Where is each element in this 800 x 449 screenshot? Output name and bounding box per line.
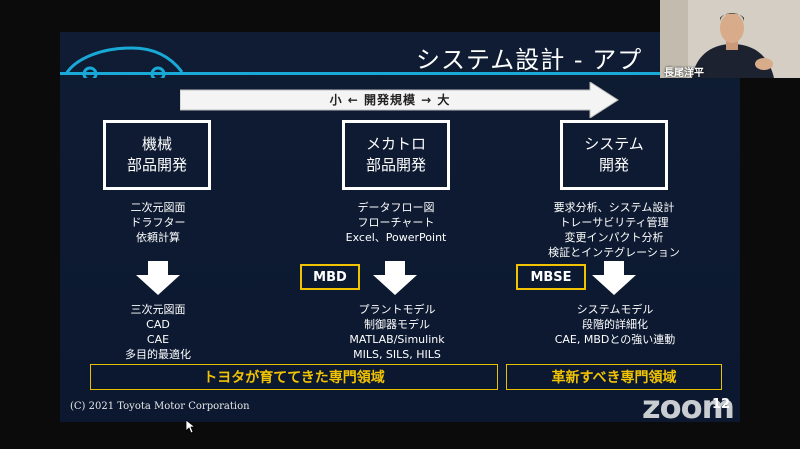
mechatronics-parts-box: メカトロ 部品開発	[342, 120, 450, 190]
list-item: 三次元図面	[130, 303, 186, 316]
mechanical-parts-box: 機械 部品開発	[103, 120, 211, 190]
list-item: MATLAB/Simulink	[349, 333, 445, 346]
list-item: 変更インパクト分析	[564, 231, 664, 244]
list-item: 依頼計算	[136, 231, 180, 244]
list-item: MILS, SILS, HILS	[353, 348, 441, 361]
brand-divider-line	[60, 72, 740, 75]
presentation-slide: システム設計 - アプ 小 ← 開発規模 → 大 機械 部品開発 二次元図面 ド…	[60, 32, 740, 422]
list-item: 段階的詳細化	[582, 318, 648, 331]
toyota-domain-banner: トヨタが育ててきた専門領域	[90, 364, 498, 390]
mouse-cursor-icon	[186, 420, 196, 434]
list-item: 多目的最適化	[125, 348, 191, 361]
list-item: CAE, MBDとの強い連動	[554, 333, 676, 346]
zoom-watermark: zoom	[642, 388, 735, 426]
speaker-video-tile[interactable]: 長尾洋平	[660, 0, 800, 78]
innovation-domain-banner: 革新すべき専門領域	[506, 364, 722, 390]
copyright-text: (C) 2021 Toyota Motor Corporation	[70, 401, 250, 412]
list-item: フローチャート	[357, 216, 435, 229]
system-tools-list: 要求分析、システム設計 トレーサビリティ管理 変更インパクト分析 検証とインテグ…	[524, 200, 704, 260]
box-line: 部品開発	[365, 156, 426, 174]
list-item: 制御器モデル	[364, 318, 430, 331]
list-item: CAD	[146, 318, 170, 331]
mechatronics-tools-list: データフロー図 フローチャート Excel、PowerPoint	[316, 200, 476, 245]
down-arrow-icon	[136, 261, 180, 295]
system-dev-box: システム 開発	[560, 120, 668, 190]
list-item: プラントモデル	[358, 303, 436, 316]
scale-label: 小 ← 開発規模 → 大	[329, 93, 451, 107]
slide-title: システム設計 - アプ	[416, 46, 643, 74]
list-item: CAE	[146, 333, 170, 346]
scale-arrow-icon	[180, 82, 619, 118]
box-line: 機械	[141, 135, 172, 153]
mbse-tag: MBSE	[516, 264, 586, 290]
speaker-avatar-icon	[660, 0, 800, 78]
mechatronics-advanced-list: プラントモデル 制御器モデル MATLAB/Simulink MILS, SIL…	[312, 302, 482, 362]
mbd-tag: MBD	[300, 264, 360, 290]
system-advanced-list: システムモデル 段階的詳細化 CAE, MBDとの強い連動	[530, 302, 700, 347]
speaker-name: 長尾洋平	[664, 68, 704, 78]
box-line: 部品開発	[126, 156, 187, 174]
list-item: トレーサビリティ管理	[559, 216, 669, 229]
box-line: 開発	[598, 156, 629, 174]
list-item: システムモデル	[576, 303, 654, 316]
list-item: ドラフター	[130, 216, 186, 229]
mechanical-tools-list: 二次元図面 ドラフター 依頼計算	[98, 200, 218, 245]
box-line: メカトロ	[365, 135, 426, 153]
page-number: 12	[712, 397, 731, 412]
down-arrow-icon	[373, 261, 417, 295]
list-item: 要求分析、システム設計	[553, 201, 675, 214]
list-item: 二次元図面	[130, 201, 186, 214]
list-item: Excel、PowerPoint	[345, 231, 447, 244]
box-line: システム	[584, 135, 644, 153]
list-item: 検証とインテグレーション	[548, 246, 680, 259]
mechanical-advanced-list: 三次元図面 CAD CAE 多目的最適化	[98, 302, 218, 362]
list-item: データフロー図	[357, 201, 435, 214]
down-arrow-icon	[592, 261, 636, 295]
